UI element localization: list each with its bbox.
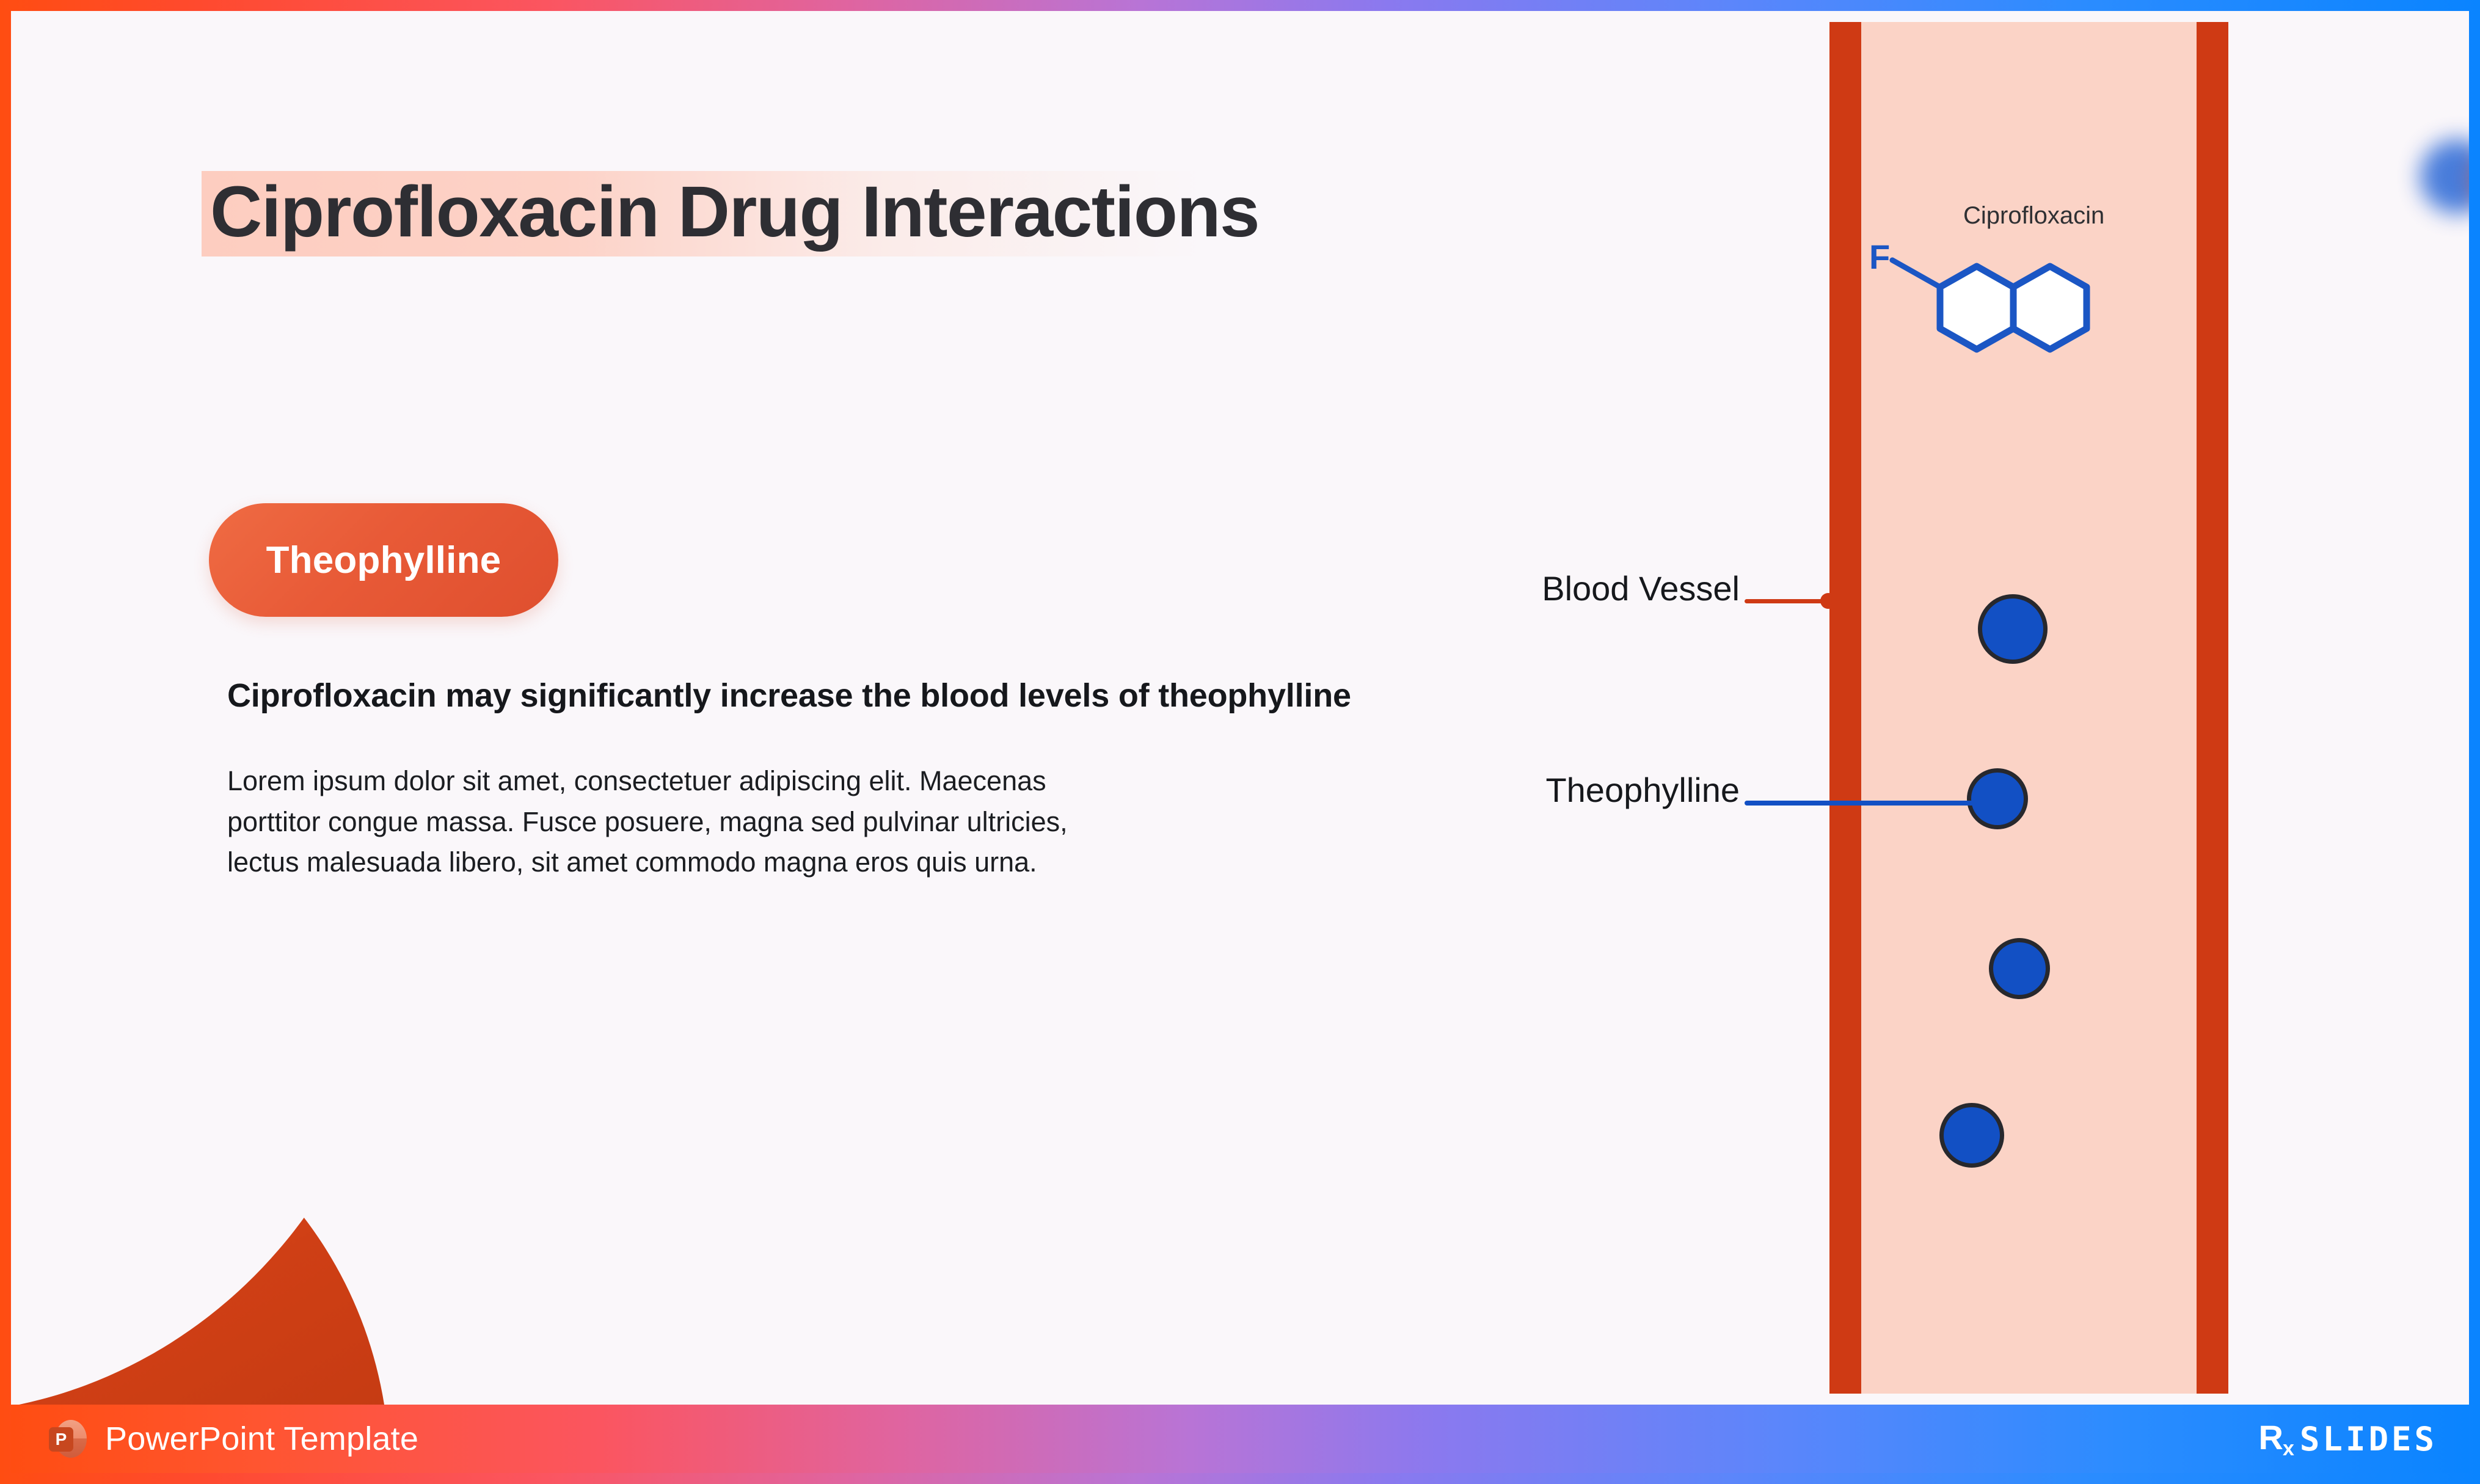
body-paragraph: Lorem ipsum dolor sit amet, consectetuer…: [227, 765, 1068, 878]
leader-line-blood-vessel: [1745, 599, 1830, 603]
theophylline-particle: [1939, 1103, 2004, 1168]
theophylline-particle: [1967, 768, 2028, 829]
vessel-wall-left: [1829, 22, 1861, 1394]
ciprofloxacin-molecule-icon: [1889, 257, 2090, 353]
theophylline-particle: [1978, 594, 2048, 664]
footer-bar: P PowerPoint Template Rx SLIDES: [11, 1405, 2469, 1473]
powerpoint-icon-letter: P: [49, 1427, 73, 1452]
footer-left-group: P PowerPoint Template: [49, 1420, 418, 1458]
fluorine-atom-label: F: [1869, 238, 1891, 276]
vessel-lumen: [1861, 22, 2197, 1394]
theophylline-pill-badge[interactable]: Theophylline: [209, 503, 558, 617]
blue-blur-circle-icon: [2420, 139, 2469, 214]
theophylline-particle: [1989, 938, 2050, 999]
page-title: Ciprofloxacin Drug Interactions: [202, 171, 1260, 256]
lead-statement: Ciprofloxacin may significantly increase…: [227, 677, 1351, 714]
molecule-name-label: Ciprofloxacin: [1963, 202, 2105, 229]
annotation-label-blood-vessel: Blood Vessel: [1542, 569, 1740, 608]
rxslides-logo-mark: Rx: [2258, 1417, 2294, 1460]
footer-app-label: PowerPoint Template: [105, 1420, 419, 1457]
powerpoint-icon: P: [49, 1420, 87, 1458]
leader-line-theophylline: [1745, 801, 1978, 806]
rxslides-logo[interactable]: Rx SLIDES: [2259, 1417, 2437, 1461]
vessel-wall-right: [2197, 22, 2228, 1394]
page-title-text: Ciprofloxacin Drug Interactions: [210, 172, 1260, 252]
theophylline-pill-label: Theophylline: [266, 539, 501, 581]
slide-content-area: Ciprofloxacin Drug Interactions Theophyl…: [11, 11, 2469, 1473]
rxslides-logo-word: SLIDES: [2299, 1419, 2437, 1458]
blood-vessel-graphic: [1829, 22, 2228, 1394]
annotation-label-theophylline: Theophylline: [1545, 771, 1740, 809]
leader-dot-blood-vessel: [1820, 593, 1836, 609]
